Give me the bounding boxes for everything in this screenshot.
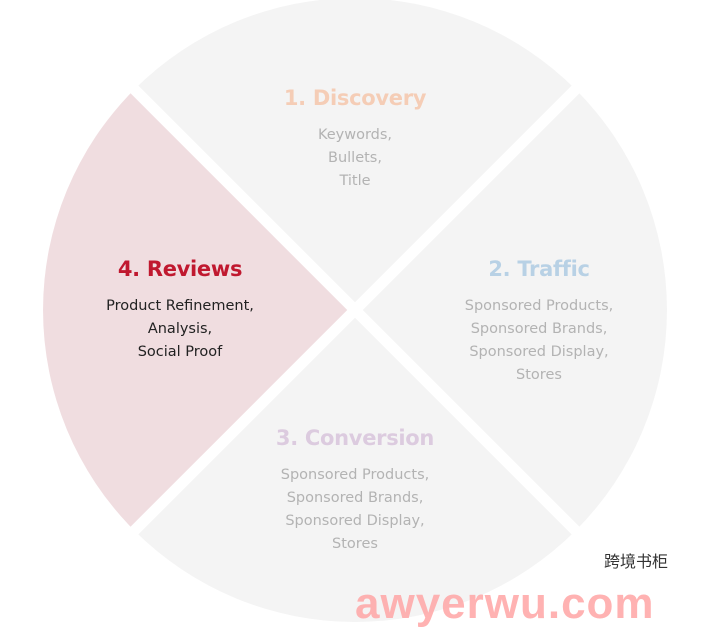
segment-line: Sponsored Brands, xyxy=(286,490,424,506)
segment-line: Bullets, xyxy=(328,150,382,166)
segment-conversion: 3. Conversion Sponsored Products, Sponso… xyxy=(276,426,434,556)
segment-title: 3. Conversion xyxy=(275,426,435,450)
segment-line: Social Proof xyxy=(137,344,223,360)
sector-traffic[interactable] xyxy=(355,89,667,531)
wechat-watermark: 跨境书柜 xyxy=(604,552,669,571)
segment-line: Stores xyxy=(516,367,562,383)
watermark: awyerwu.com xyxy=(355,579,655,628)
segment-line: Keywords, xyxy=(317,127,393,143)
segment-line: Product Refinement, xyxy=(106,298,254,314)
segment-line: Sponsored Products, xyxy=(280,467,430,483)
segment-title: 2. Traffic xyxy=(488,257,590,281)
segment-discovery: 1. Discovery Keywords, Bullets, Title xyxy=(283,86,427,193)
segment-line: Sponsored Display, xyxy=(285,513,425,529)
segment-line: Sponsored Products, xyxy=(464,298,614,314)
sector-discovery[interactable] xyxy=(134,0,576,310)
segment-traffic: 2. Traffic Sponsored Products, Sponsored… xyxy=(465,257,614,387)
divider xyxy=(116,71,594,549)
sector-reviews[interactable] xyxy=(43,89,355,531)
sector-conversion[interactable] xyxy=(134,310,576,622)
segment-line: Analysis, xyxy=(147,321,213,337)
segment-line: Title xyxy=(339,173,371,189)
segment-line: Sponsored Brands, xyxy=(470,321,608,337)
segment-title: 1. Discovery xyxy=(283,86,427,110)
segment-reviews: 4. Reviews Product Refinement, Analysis,… xyxy=(106,257,254,364)
segment-line: Stores xyxy=(332,536,378,552)
segment-title: 4. Reviews xyxy=(117,257,243,281)
segment-line: Sponsored Display, xyxy=(469,344,609,360)
